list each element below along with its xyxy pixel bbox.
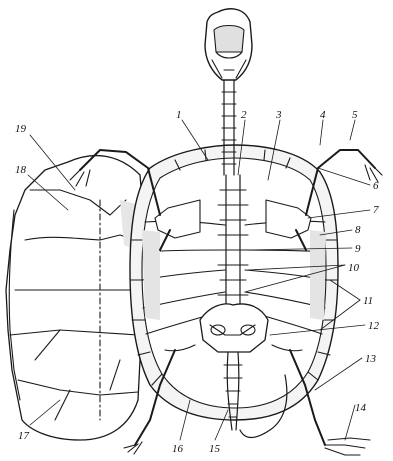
carapace — [130, 145, 338, 420]
callout-9: 9 — [355, 243, 361, 255]
callout-17: 17 — [18, 430, 30, 442]
callout-14: 14 — [355, 402, 367, 414]
callout-12: 12 — [368, 320, 380, 332]
callout-19: 19 — [15, 123, 27, 135]
callout-5: 5 — [352, 109, 358, 121]
callout-10: 10 — [348, 262, 360, 274]
callout-11: 11 — [363, 295, 373, 307]
callout-6: 6 — [373, 180, 379, 192]
callout-13: 13 — [365, 353, 377, 365]
callout-4: 4 — [320, 109, 326, 121]
callout-1: 1 — [176, 109, 182, 121]
callout-16: 16 — [172, 443, 184, 455]
callout-2: 2 — [241, 109, 247, 121]
plastron — [6, 156, 142, 440]
skull — [205, 9, 252, 80]
callout-3: 3 — [275, 109, 282, 121]
callout-18: 18 — [15, 164, 27, 176]
callout-8: 8 — [355, 224, 361, 236]
callout-7: 7 — [373, 204, 379, 216]
callout-15: 15 — [209, 443, 221, 455]
